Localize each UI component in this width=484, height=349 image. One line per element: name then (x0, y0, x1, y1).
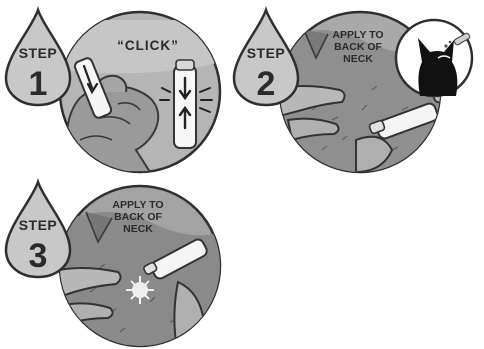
droplet-badge-icon: STEP 3 (6, 182, 70, 277)
step-1-illustration: “CLICK” STEP 1 (0, 0, 232, 172)
step-2-label: STEP (247, 45, 286, 61)
step-3-illustration: APPLY TO BACK OF NECK STEP 3 (0, 172, 232, 349)
step-1-label: STEP (19, 45, 58, 61)
step-2-illustration: APPLY TO BACK OF NECK STEP 2 (232, 0, 484, 172)
droplet-badge-icon: STEP 1 (6, 10, 70, 105)
step-1-number: 1 (29, 65, 48, 103)
step-2-number: 2 (257, 65, 276, 103)
step-2-caption-line-1: APPLY TO (332, 29, 383, 41)
step-1-caption: “CLICK” (117, 38, 179, 53)
step-2-caption-line-2: BACK OF (334, 41, 382, 53)
step-3-panel: APPLY TO BACK OF NECK STEP 3 (0, 172, 232, 349)
step-3-caption-line-3: NECK (123, 223, 153, 235)
step-2-caption-line-3: NECK (343, 53, 373, 65)
droplet-badge-icon: STEP 2 (234, 10, 298, 105)
cat-silhouette-icon (396, 20, 472, 96)
step-3-label: STEP (19, 217, 58, 233)
step-3-caption-line-2: BACK OF (114, 211, 162, 223)
step-2-panel: APPLY TO BACK OF NECK STEP 2 (232, 0, 484, 172)
step-1-panel: “CLICK” STEP 1 (0, 0, 232, 172)
step-3-caption-line-1: APPLY TO (112, 199, 163, 211)
step-3-number: 3 (29, 237, 48, 275)
